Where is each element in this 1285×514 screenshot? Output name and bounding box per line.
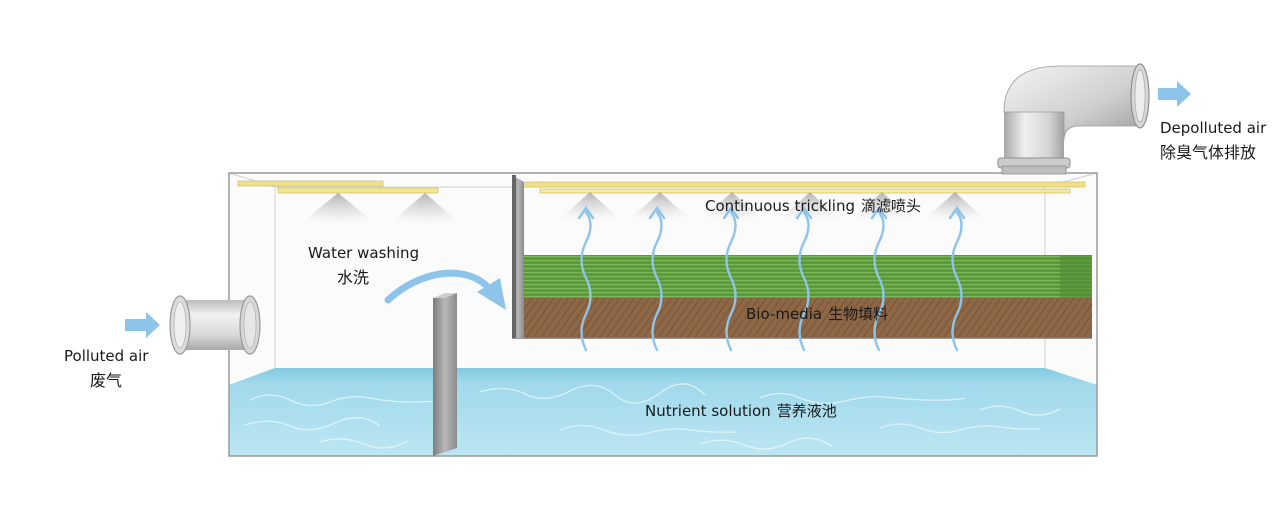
- upflow-arrow-5: [870, 205, 888, 352]
- spray-bar-left: [237, 180, 439, 194]
- bio-media-brown-layer: [512, 298, 1092, 339]
- nutrient-solution-label-en: Nutrient solution: [645, 402, 771, 420]
- outlet-pipe: [997, 63, 1150, 175]
- continuous-trickling-label: Continuous trickling 滴滤喷头: [705, 195, 921, 216]
- bio-media-label-en: Bio-media: [746, 305, 823, 323]
- upflow-arrow-4: [795, 205, 813, 352]
- bio-media-green-layer: [522, 255, 1092, 298]
- upflow-arrows: [577, 205, 966, 352]
- upflow-arrow-1: [577, 205, 595, 352]
- water-washing-label-en: Water washing: [308, 244, 420, 262]
- continuous-trickling-label-zh: 滴滤喷头: [861, 197, 922, 215]
- inlet-pipe: [169, 295, 261, 355]
- outlet-arrow: [1158, 81, 1191, 107]
- upflow-arrow-2: [648, 205, 666, 352]
- bio-media-label: Bio-media 生物填料: [746, 303, 888, 324]
- partition-wall-upper: [512, 175, 524, 338]
- nutrient-solution-label-zh: 营养液池: [776, 402, 837, 420]
- nutrient-solution-label: Nutrient solution 营养液池: [645, 400, 837, 421]
- bio-media-label-zh: 生物填料: [828, 305, 889, 323]
- spray-nozzles-water-washing: [290, 193, 470, 232]
- upflow-arrow-3: [722, 205, 740, 352]
- polluted-air-label-zh: 废气: [90, 371, 123, 390]
- depolluted-air-label-en: Depolluted air: [1160, 119, 1267, 137]
- partition-wall-lower: [433, 293, 457, 456]
- continuous-trickling-label-en: Continuous trickling: [705, 197, 855, 215]
- water-washing-label-zh: 水洗: [337, 268, 370, 287]
- polluted-air-label-en: Polluted air: [64, 347, 149, 365]
- curved-flow-arrow: [384, 269, 506, 310]
- inlet-arrow: [125, 312, 160, 338]
- depolluted-air-label-zh: 除臭气体排放: [1160, 143, 1257, 162]
- spray-bar-right: [524, 181, 1086, 194]
- upflow-arrow-6: [948, 205, 966, 352]
